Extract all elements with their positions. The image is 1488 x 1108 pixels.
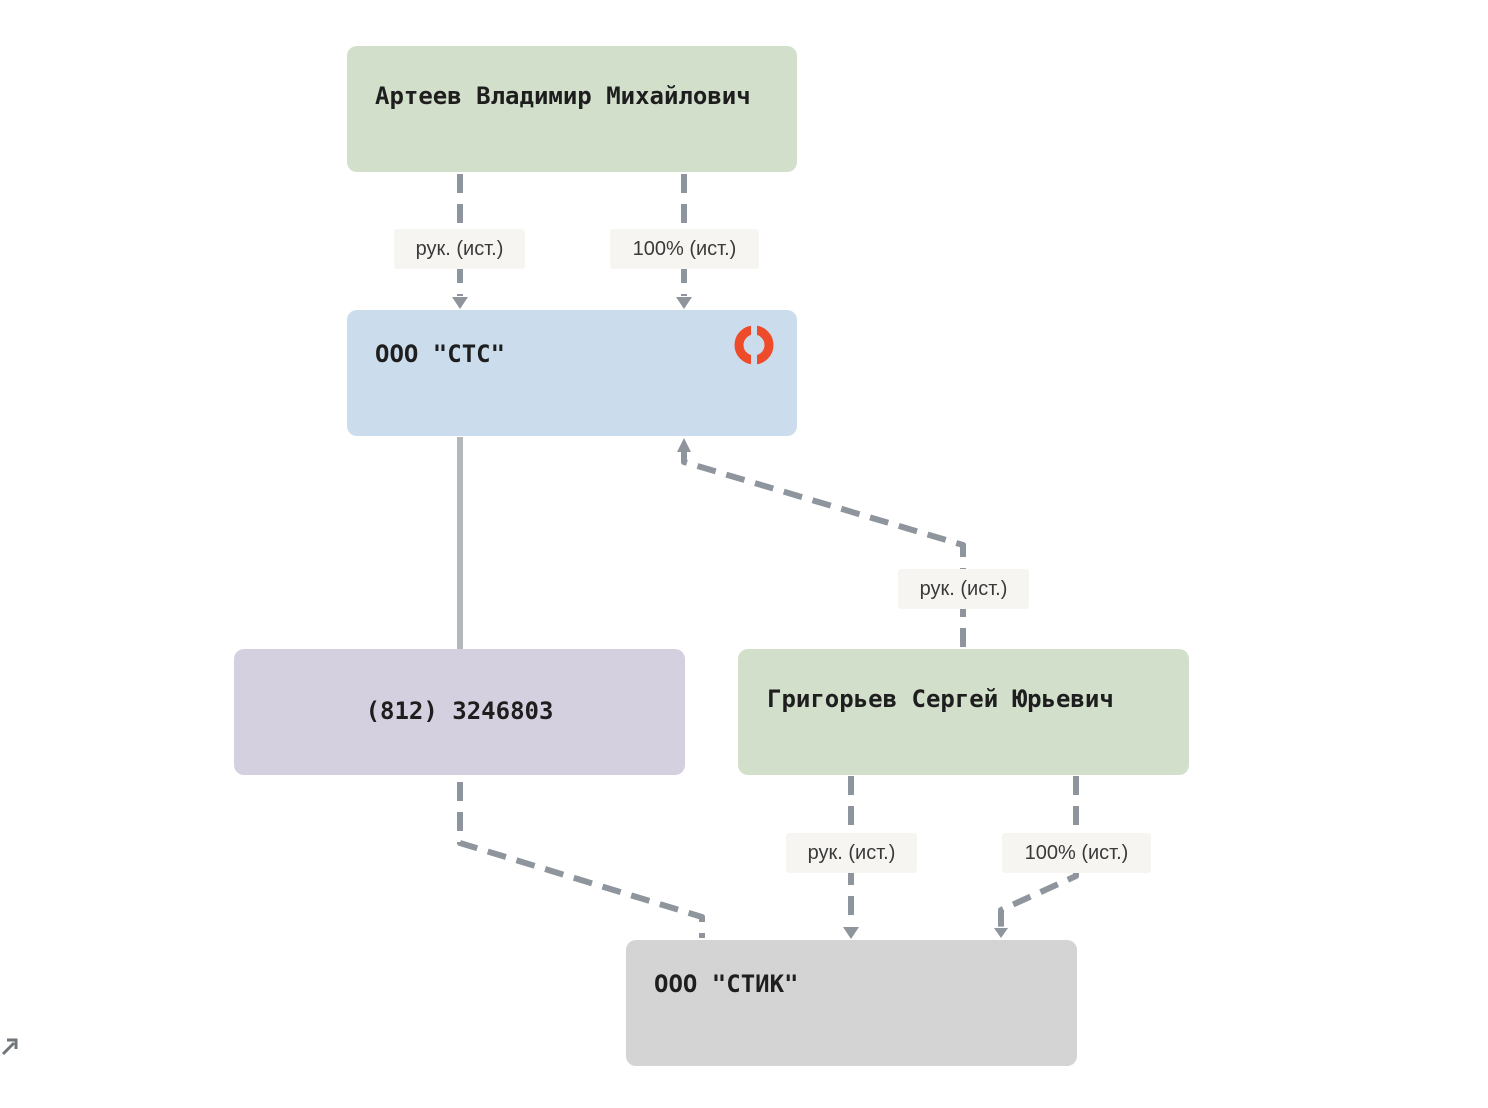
arrowhead-grigoriev-stik-share (994, 928, 1008, 938)
expand-arrow-icon[interactable] (0, 1032, 20, 1060)
status-circle-icon[interactable] (733, 324, 775, 366)
node-phone[interactable]: (812) 3246803 (234, 649, 685, 775)
edge-grigoriev-stik-share (998, 776, 1079, 928)
arrowhead-artev-sts-ruk (452, 297, 468, 309)
arrowhead-artev-sts-share (676, 297, 692, 309)
edge-label-grigoriev-stik-share: 100% (ист.) (1002, 833, 1151, 873)
node-company-sts[interactable]: ООО "СТС" (347, 310, 797, 436)
node-label: Артеев Владимир Михайлович (375, 82, 751, 110)
edge-label-grigoriev-sts-ruk: рук. (ист.) (898, 569, 1029, 609)
node-label: Григорьев Сергей Юрьевич (767, 685, 1114, 713)
node-person-artev[interactable]: Артеев Владимир Михайлович (347, 46, 797, 172)
edge-grigoriev-sts-ruk (681, 452, 966, 647)
edge-phone-stik (457, 782, 705, 938)
node-person-grigoriev[interactable]: Григорьев Сергей Юрьевич (738, 649, 1189, 775)
arrowhead-grigoriev-stik-ruk (843, 927, 859, 939)
arrowhead-grigoriev-sts (677, 438, 691, 452)
edge-label-artev-sts-ruk: рук. (ист.) (394, 229, 525, 269)
edge-label-grigoriev-stik-ruk: рук. (ист.) (786, 833, 917, 873)
node-company-stik[interactable]: ООО "СТИК" (626, 940, 1077, 1066)
node-label: ООО "СТИК" (654, 970, 799, 998)
node-label: (812) 3246803 (365, 697, 554, 725)
node-label: ООО "СТС" (375, 340, 506, 368)
edge-label-artev-sts-share: 100% (ист.) (610, 229, 759, 269)
